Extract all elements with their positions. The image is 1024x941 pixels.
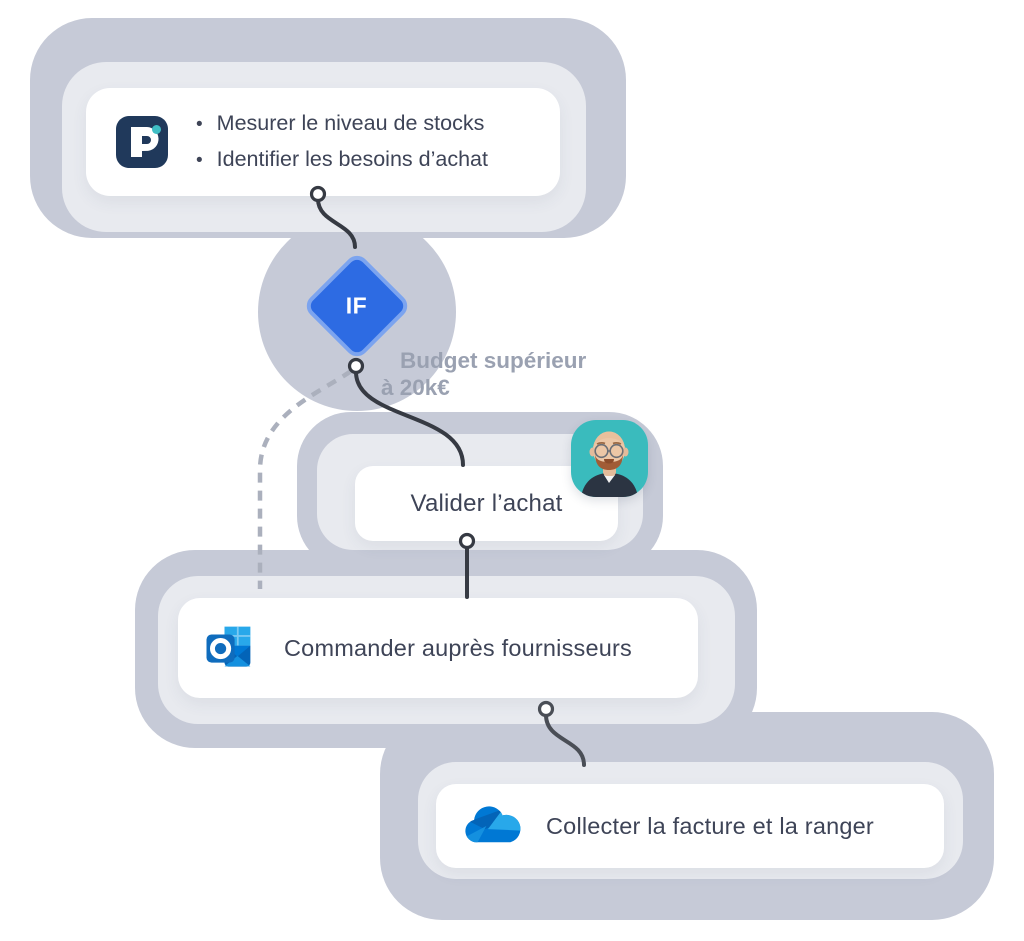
stock-task-list: Mesurer le niveau de stocks Identifier l…: [196, 106, 488, 178]
onedrive-icon: [465, 806, 521, 843]
stock-task-2: Identifier les besoins d’achat: [196, 142, 488, 178]
node-order-suppliers[interactable]: Commander auprès fournisseurs: [178, 598, 698, 698]
dastra-logo-icon: [116, 116, 168, 168]
node-stock-analysis[interactable]: Mesurer le niveau de stocks Identifier l…: [86, 88, 560, 196]
condition-branch-label-line1: Budget supérieur: [400, 348, 587, 373]
condition-branch-label-line2: à 20k€: [381, 375, 450, 400]
if-label: IF: [346, 292, 368, 319]
outlook-icon: [206, 626, 251, 667]
order-label: Commander auprès fournisseurs: [284, 634, 633, 661]
approver-avatar: [571, 420, 648, 497]
stock-task-1: Mesurer le niveau de stocks: [196, 106, 488, 142]
node-collect-invoice[interactable]: Collecter la facture et la ranger: [436, 784, 944, 868]
validate-label: Valider l’achat: [410, 489, 563, 517]
collect-label: Collecter la facture et la ranger: [546, 812, 874, 839]
